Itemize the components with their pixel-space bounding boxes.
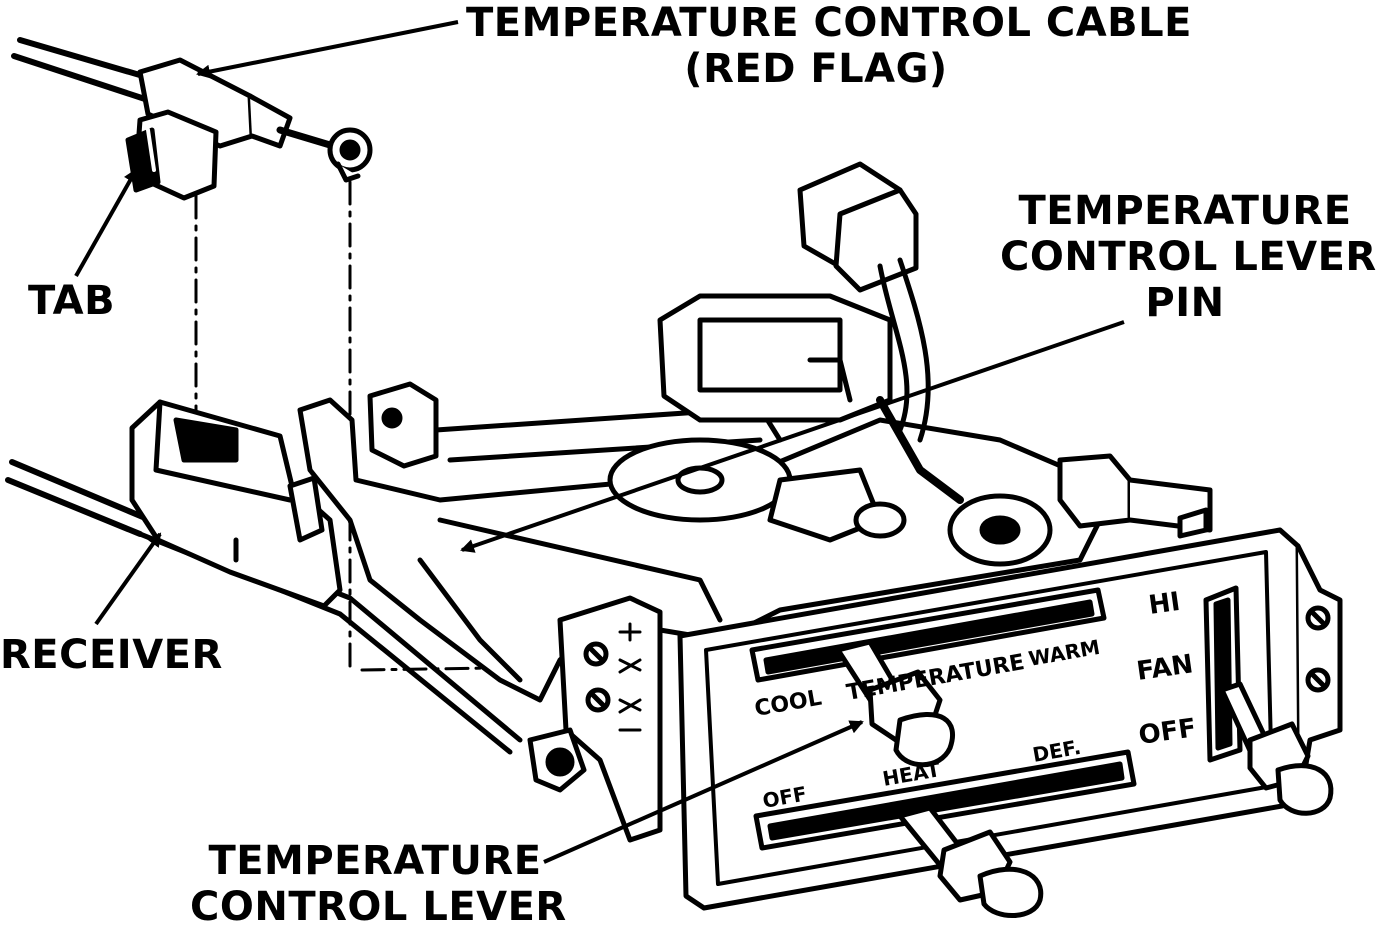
receiver [129, 399, 343, 609]
leader-cable [196, 20, 459, 79]
callout-lever-line-2: CONTROL LEVER [190, 884, 567, 930]
callout-receiver: RECEIVER [0, 632, 223, 678]
callout-cable-line-1: TEMPERATURE CONTROL CABLE [466, 0, 1192, 46]
leader-lever-pin [460, 320, 1125, 553]
vacuum-switch-harness [657, 161, 964, 504]
temperature-control-cable [11, 37, 373, 183]
callout-temperature-control-lever: TEMPERATURE CONTROL LEVER [190, 838, 567, 930]
leader-lever [543, 720, 864, 864]
fan-switch-housing [947, 453, 1213, 567]
panel-label-hi: HI [1147, 587, 1182, 621]
callout-lever-pin-line-3: PIN [1145, 280, 1225, 326]
fan-lever [1219, 681, 1334, 816]
callout-lever-pin-line-2: CONTROL LEVER [1000, 234, 1376, 280]
temperature-lever [835, 639, 955, 768]
cable-clip [125, 109, 219, 201]
mode-lever [897, 805, 1044, 918]
callout-temperature-control-lever-pin: TEMPERATURE CONTROL LEVER PIN [1000, 188, 1376, 326]
callout-receiver-line-1: RECEIVER [0, 632, 223, 678]
leader-receiver [94, 532, 162, 626]
leader-tab [74, 168, 138, 277]
callout-lever-line-1: TEMPERATURE [208, 838, 542, 884]
callout-temperature-control-cable: TEMPERATURE CONTROL CABLE (RED FLAG) [466, 0, 1192, 92]
mounting-screw [527, 727, 587, 793]
mode-slot [753, 749, 1137, 851]
leader-lines [74, 20, 1125, 864]
blend-door-cam [607, 437, 907, 543]
fan-slot [1203, 585, 1243, 763]
callout-lever-pin-line-1: TEMPERATURE [1018, 188, 1352, 234]
callout-tab: TAB [28, 278, 115, 324]
callout-tab-line-1: TAB [28, 278, 116, 324]
callout-cable-line-2: (RED FLAG) [684, 46, 948, 92]
mounting-bracket-left [557, 595, 663, 843]
